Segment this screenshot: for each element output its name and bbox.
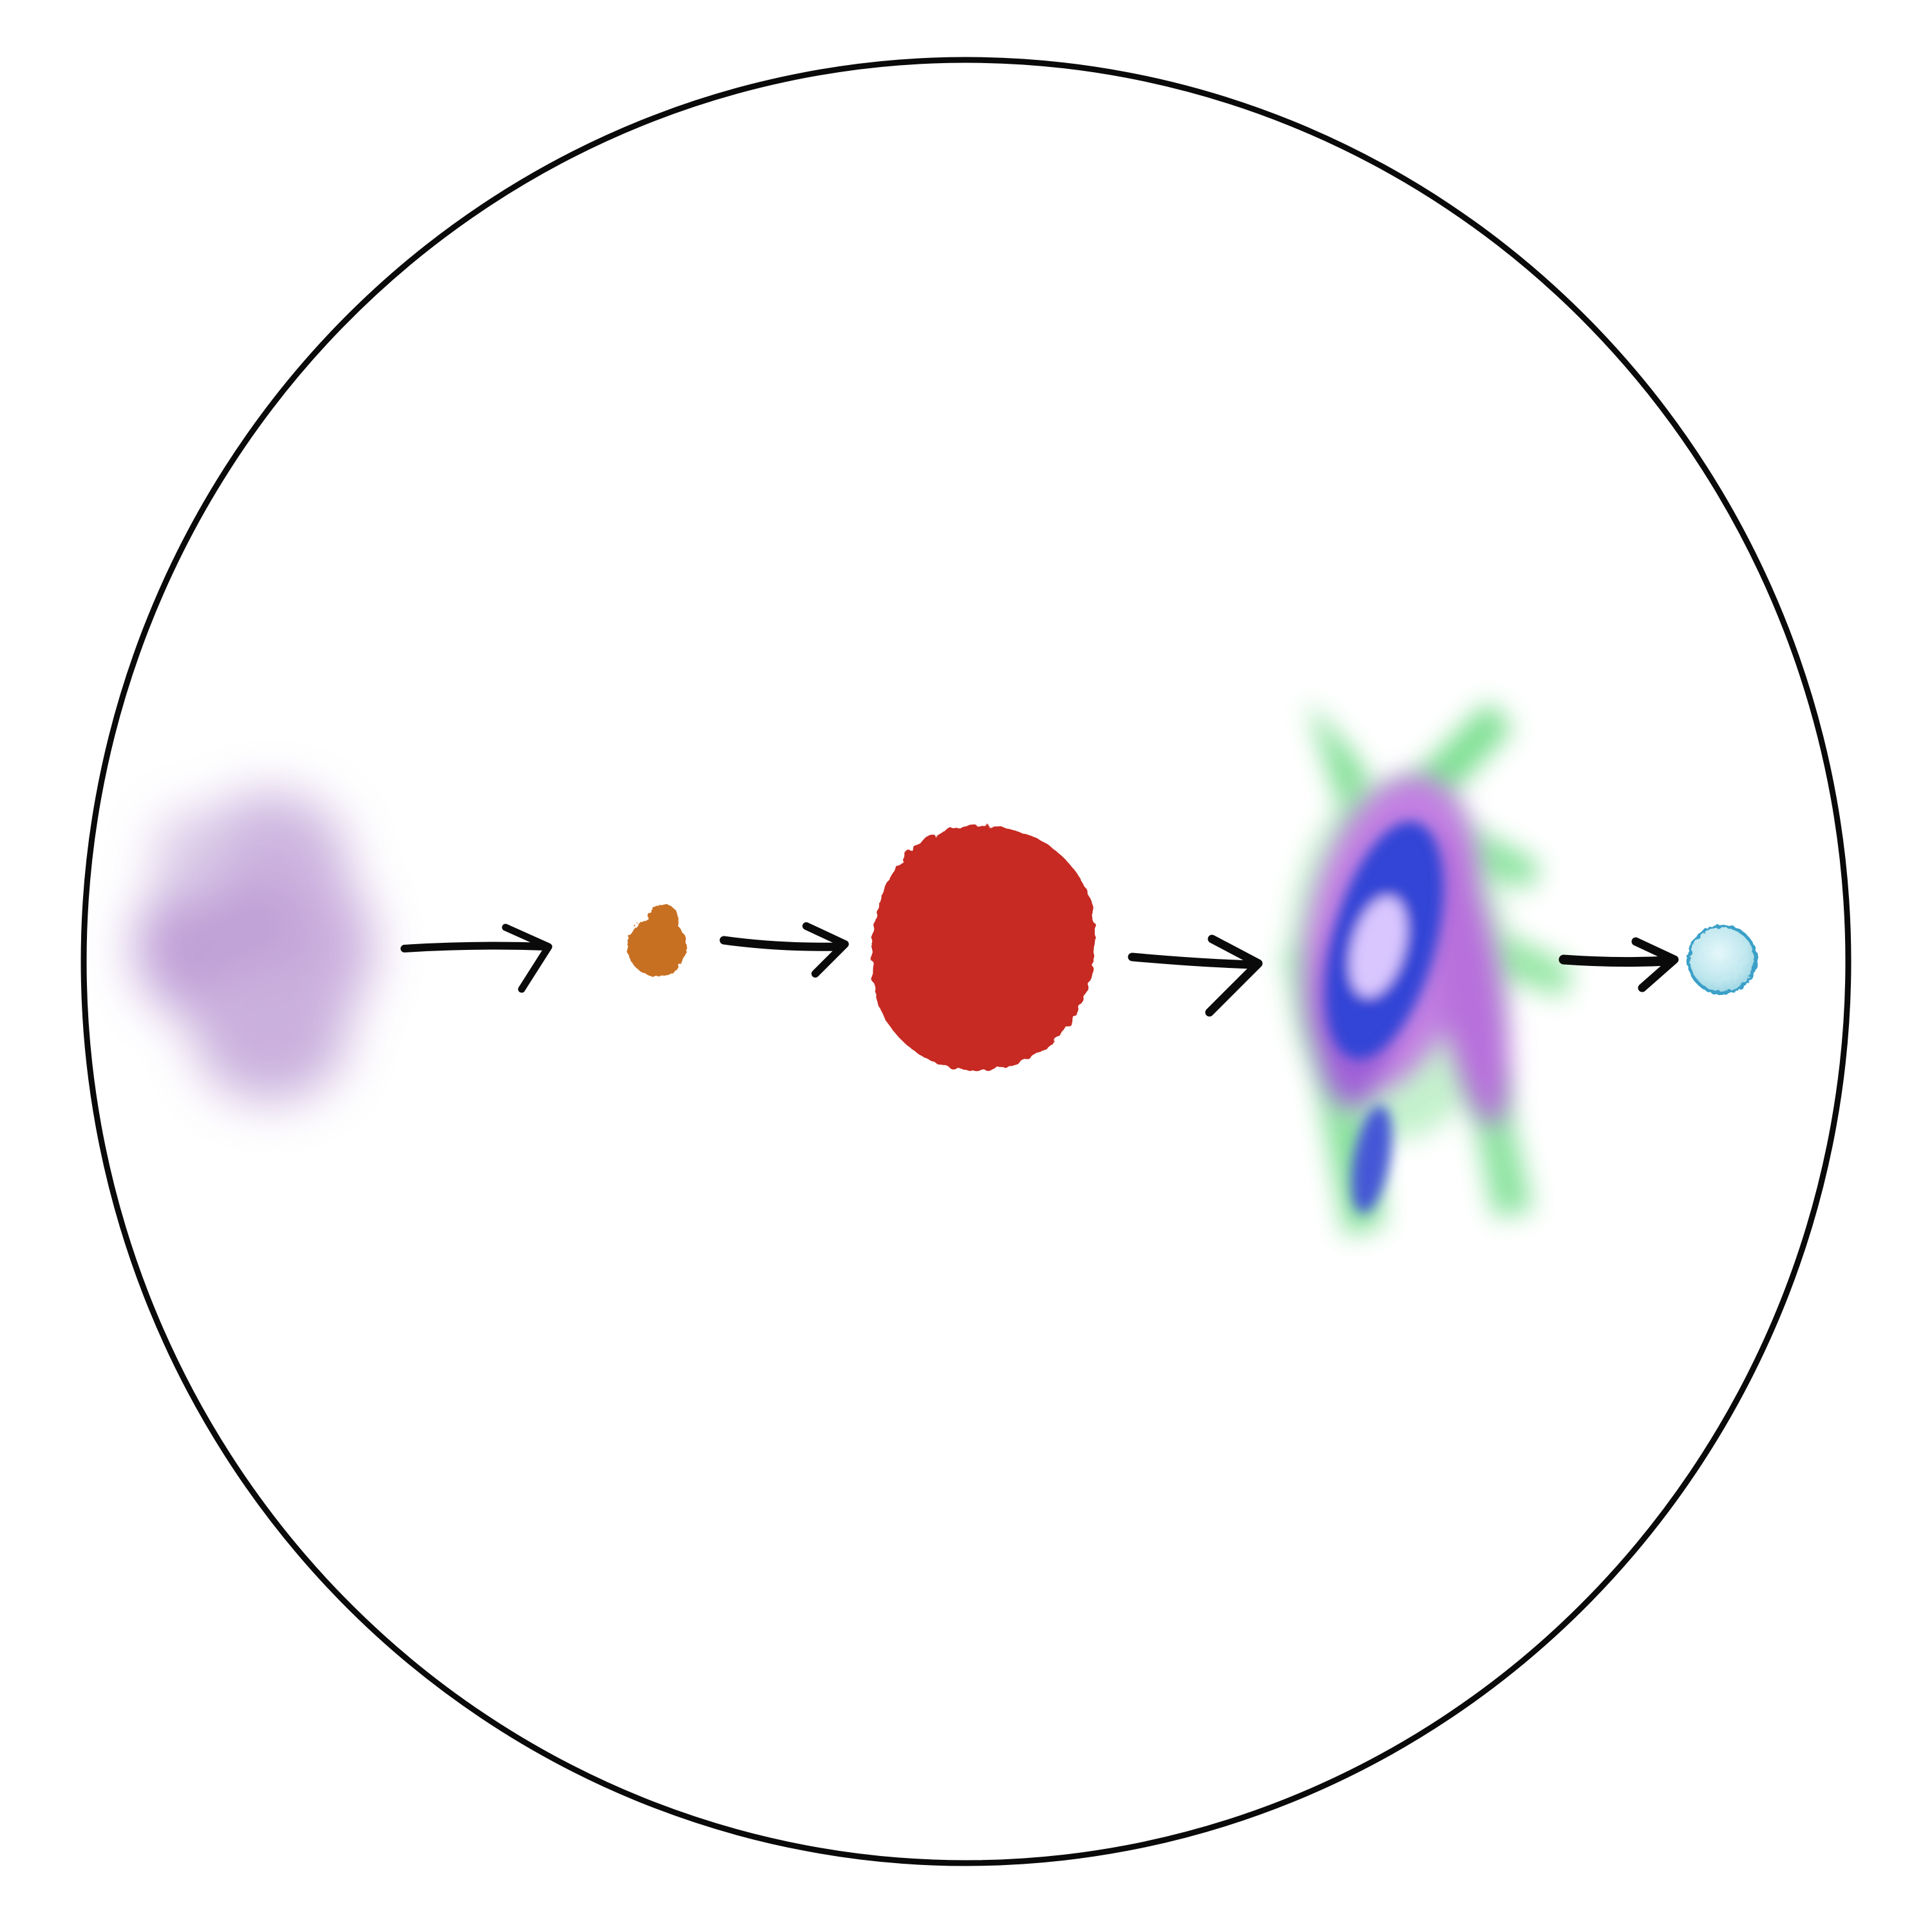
arrow-right-icon [401, 923, 553, 993]
red-giant-icon [871, 825, 1095, 1070]
arrow-right-icon [719, 922, 849, 978]
arrow-right-icon [1558, 937, 1679, 992]
small-orange-star-icon [627, 904, 687, 976]
white-dwarf-icon [1687, 924, 1757, 995]
arrow-right-icon [1128, 934, 1263, 1017]
nebula-cloud-icon [135, 792, 374, 1101]
planetary-nebula-icon [1282, 702, 1571, 1236]
circle-frame-icon [80, 57, 1852, 1866]
